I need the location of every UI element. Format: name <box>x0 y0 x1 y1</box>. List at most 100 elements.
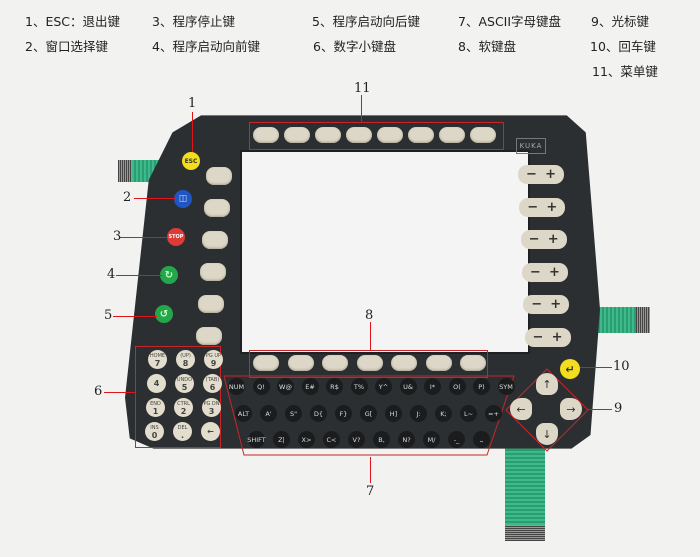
cursor-up-button[interactable]: ↑ <box>536 373 558 395</box>
cursor-right-button[interactable]: → <box>560 398 582 420</box>
alpha-key[interactable]: C< <box>323 431 340 448</box>
alpha-key[interactable]: N? <box>398 431 415 448</box>
legend-item: 1、ESC：退出键 <box>25 14 121 29</box>
alpha-key[interactable]: M/ <box>423 431 440 448</box>
plus-minus-key[interactable]: −+ <box>519 197 566 217</box>
plus-minus-key[interactable]: −+ <box>523 295 570 314</box>
enter-button[interactable]: ↵ <box>560 359 580 379</box>
esc-button[interactable]: ESC <box>182 152 200 170</box>
numpad-key[interactable]: 4 <box>147 374 166 393</box>
alpha-key[interactable]: Z| <box>273 431 290 448</box>
plus-minus-key[interactable]: −+ <box>520 230 567 249</box>
legend-item: 11、菜单键 <box>592 64 658 79</box>
alpha-key[interactable]: S" <box>285 405 302 422</box>
alpha-key[interactable]: ⎵ <box>473 431 490 448</box>
cursor-down-button[interactable]: ↓ <box>536 423 558 445</box>
alpha-key[interactable]: J: <box>410 405 427 422</box>
alpha-key[interactable]: H] <box>385 405 402 422</box>
numpad-key[interactable]: (TAB)6 <box>203 374 222 393</box>
numpad-key-main: 9 <box>210 358 217 368</box>
alpha-key[interactable]: NUM <box>228 378 245 395</box>
legend-item: 4、程序启动向前键 <box>152 39 260 54</box>
alpha-key[interactable]: O( <box>448 378 466 395</box>
alpha-key[interactable]: I* <box>424 378 441 395</box>
callout-line-10 <box>580 367 612 368</box>
numpad-key-top: INS <box>150 424 159 431</box>
start-forward-button[interactable]: ↻ <box>160 266 178 284</box>
minus-icon: − <box>532 329 544 345</box>
numpad-key-top: (TAB) <box>205 376 220 383</box>
stop-button[interactable]: STOP <box>167 228 185 246</box>
menu-key[interactable] <box>408 127 434 143</box>
alpha-key[interactable]: T% <box>350 378 368 395</box>
soft-key[interactable] <box>253 355 279 371</box>
numpad-key-main: 7 <box>154 358 161 368</box>
alpha-key[interactable]: SYM <box>497 378 515 395</box>
alpha-key[interactable]: B, <box>373 431 390 448</box>
soft-key[interactable] <box>356 355 383 371</box>
soft-key[interactable] <box>391 355 417 371</box>
left-side-key[interactable] <box>204 199 230 217</box>
menu-key[interactable] <box>377 127 403 143</box>
cursor-left-button[interactable]: ← <box>510 398 532 420</box>
minus-icon: − <box>531 297 543 312</box>
menu-key[interactable] <box>346 127 372 143</box>
menu-key[interactable] <box>439 127 465 143</box>
bottom-ribbon-cable <box>505 448 545 533</box>
left-side-key[interactable] <box>206 167 232 185</box>
alpha-key[interactable]: Q! <box>252 378 270 395</box>
soft-key[interactable] <box>460 355 486 371</box>
soft-key[interactable] <box>287 355 314 371</box>
soft-key[interactable] <box>425 355 452 371</box>
alpha-key[interactable]: U& <box>399 378 417 395</box>
alpha-key[interactable]: X> <box>298 431 315 448</box>
alpha-key[interactable]: A' <box>260 405 277 422</box>
alpha-key[interactable]: G[ <box>360 405 377 422</box>
numpad-key-top: HOME <box>149 352 166 359</box>
soft-key[interactable] <box>322 355 348 371</box>
alpha-key[interactable]: V? <box>348 431 365 448</box>
menu-key[interactable] <box>470 127 496 143</box>
numpad-key[interactable]: ← <box>201 422 220 441</box>
plus-minus-key[interactable]: −+ <box>521 262 568 282</box>
menu-key[interactable] <box>315 127 341 143</box>
alpha-key[interactable]: Y^ <box>375 378 392 395</box>
legend-item: 9、光标键 <box>591 14 649 29</box>
start-backward-button[interactable]: ↺ <box>155 305 173 323</box>
alpha-key[interactable]: R$ <box>326 378 343 395</box>
alpha-key[interactable]: -_ <box>448 431 465 448</box>
numpad-key[interactable]: (UP)8 <box>176 350 195 369</box>
menu-key[interactable] <box>253 127 279 143</box>
alpha-key[interactable]: D{ <box>310 405 327 422</box>
numpad-key[interactable]: DEL. <box>173 422 192 441</box>
left-side-key[interactable] <box>196 327 222 345</box>
display-window <box>240 150 530 354</box>
menu-key[interactable] <box>284 127 310 143</box>
alpha-key[interactable]: P) <box>473 378 490 395</box>
alpha-key[interactable]: F} <box>335 405 352 422</box>
alpha-key[interactable]: L~ <box>460 405 477 422</box>
legend-item: 8、软键盘 <box>458 39 516 54</box>
softkeys-box <box>249 350 488 378</box>
alpha-key[interactable]: W@ <box>277 378 294 395</box>
window-select-button[interactable]: ◫ <box>174 190 192 208</box>
numpad-key-main: 6 <box>209 382 216 392</box>
plus-icon: + <box>547 232 559 247</box>
left-side-key[interactable] <box>198 295 224 313</box>
alpha-key[interactable]: E# <box>301 378 319 395</box>
plus-minus-key[interactable]: −+ <box>524 327 571 347</box>
alpha-key[interactable]: K; <box>435 405 452 422</box>
alpha-key[interactable]: =+ <box>485 405 502 422</box>
alpha-key[interactable]: ALT <box>235 405 252 422</box>
left-side-key[interactable] <box>200 263 226 281</box>
plus-minus-key[interactable]: −+ <box>518 165 564 184</box>
alpha-key[interactable]: SHIFT <box>247 431 266 448</box>
left-side-key[interactable] <box>202 231 228 249</box>
